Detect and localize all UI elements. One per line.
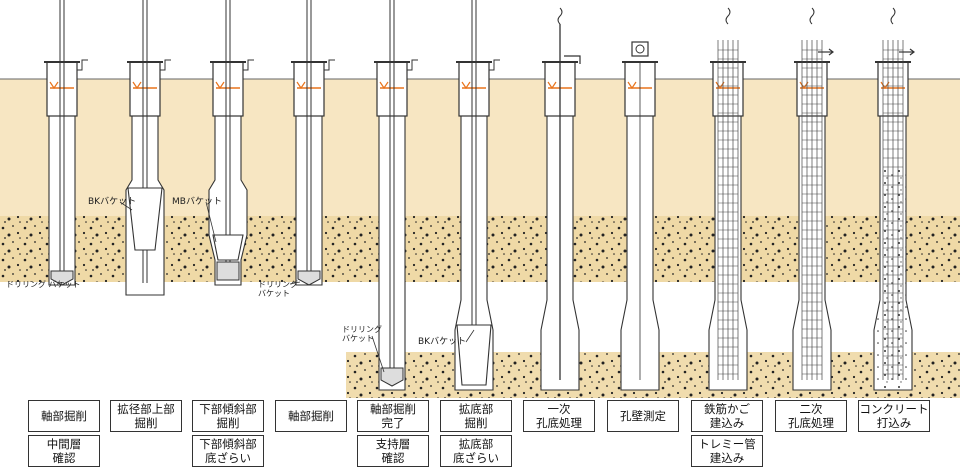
callout-bk-bucket-2: BKバケット [418,336,466,347]
casing [458,61,490,117]
column-5 [374,0,418,391]
callout-drilling-bucket-2: ドリリングバケット [258,279,298,298]
column-9 [708,7,748,391]
bk-bucket [127,187,163,251]
column-3 [208,0,254,286]
step-2-label: 拡径部上部 掘削 [110,400,182,432]
step-7-label: 一次 孔底処理 [523,400,595,432]
drilling-bucket [50,270,74,286]
callout-bk-bucket-1: BKバケット [88,196,136,207]
column-4 [291,0,335,286]
discharge-pipe [564,55,581,64]
level-mark-triangle [49,81,59,90]
step-8-label: 孔壁測定 [607,400,679,432]
bk-bucket [456,324,492,386]
step-5-label: 軸部掘削 完了 [357,400,429,432]
step-1-label: 軸部掘削 [28,400,100,432]
wall-gauge-unit [631,41,649,57]
step-11-label: コンクリート 打込み [858,400,930,432]
column-6 [454,0,500,391]
crane-hook [809,7,815,25]
shaft-body [295,115,323,286]
mb-bucket [212,234,244,261]
column-1 [44,0,88,286]
step-5-sub-label: 支持層 確認 [357,435,429,467]
leader-line [119,201,133,211]
shaft-body [48,115,76,286]
leader-line [371,335,385,373]
crane-hook [725,7,731,25]
arrow-head-icon [828,48,834,56]
gauge-reel-icon [635,44,645,54]
level-mark-triangle [627,81,637,90]
level-mark-triangle [132,81,142,90]
arrow-head-icon [909,48,915,56]
step-10-label: 二次 孔底処理 [775,400,847,432]
column-2 [125,0,171,296]
casing [212,61,244,117]
callout-drilling-bucket-3: ドリリングバケット [342,324,382,343]
shaft-body [454,115,494,391]
standpipe [77,59,88,71]
casing [46,61,78,117]
level-mark-triangle [547,81,557,90]
callout-mb-bucket: MBバケット [172,196,222,207]
crane-hook [557,7,563,25]
step-9-sub-label: トレミー管 建込み [691,435,763,467]
step-3-label: 下部傾斜部 掘削 [192,400,264,432]
drilling-bucket [380,367,404,387]
step-6-label: 拡底部 掘削 [440,400,512,432]
step-9-label: 鉄筋かご 建込み [691,400,763,432]
leader-line [289,281,301,285]
leader-line [465,329,475,343]
step-4-label: 軸部掘削 [275,400,347,432]
mb-bucket-body [216,261,240,281]
step-6-sub-label: 拡底部 底ざらい [440,435,512,467]
casing [293,61,325,117]
column-11 [873,7,915,391]
standpipe [160,59,171,71]
column-10 [792,7,834,391]
drilling-bucket [297,270,321,286]
level-mark-triangle [296,81,306,90]
standpipe [324,59,335,71]
step-1-sub-label: 中間層 確認 [28,435,100,467]
standpipe [489,59,500,71]
shaft-body [378,115,406,391]
callout-drilling-bucket-1: ドリリング バケット [6,279,81,289]
step-3-sub-label: 下部傾斜部 底ざらい [192,435,264,467]
casing [376,61,408,117]
crane-hook [890,7,896,25]
level-mark-triangle [379,81,389,90]
column-8 [620,41,660,391]
level-mark-triangle [461,81,471,90]
column-7 [540,7,581,391]
leader-line [205,201,217,243]
excavation-columns [44,0,915,391]
casing [129,61,161,117]
level-mark-triangle [215,81,225,90]
standpipe [407,59,418,71]
standpipe [243,59,254,71]
